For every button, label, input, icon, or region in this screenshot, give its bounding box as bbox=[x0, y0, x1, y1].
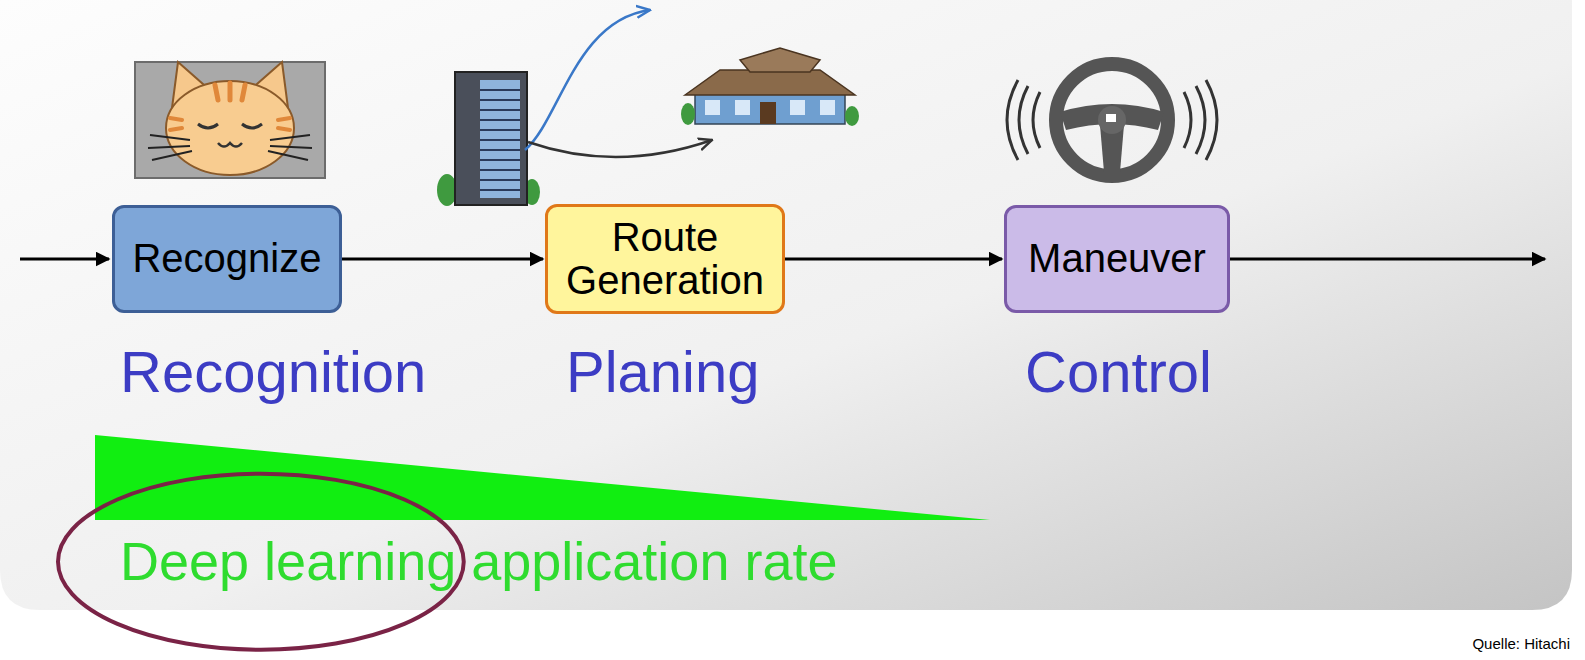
drawing-rect bbox=[760, 102, 776, 124]
rate-label: Deep learning application rate bbox=[120, 532, 837, 591]
steering-wheel bbox=[1007, 64, 1217, 176]
drawing-ellipse bbox=[845, 106, 859, 126]
drawing-path bbox=[1184, 80, 1217, 160]
drawing-path bbox=[170, 118, 290, 130]
flow-line-out bbox=[1230, 258, 1545, 261]
box-text: Recognize bbox=[132, 237, 321, 280]
stage-label: Recognition bbox=[120, 340, 426, 404]
drawing-path bbox=[215, 83, 245, 100]
drawing-path bbox=[528, 140, 712, 157]
stage-label: Control bbox=[1025, 340, 1212, 404]
cat-picture bbox=[135, 62, 325, 178]
drawing-path bbox=[148, 135, 312, 160]
background-panel bbox=[0, 0, 1572, 610]
drawing-path bbox=[740, 48, 820, 72]
rate-wedge bbox=[95, 435, 990, 520]
drawing-path bbox=[685, 70, 855, 95]
drawing-path bbox=[1007, 80, 1040, 160]
drawing-rect bbox=[135, 62, 325, 178]
source-note: Quelle: Hitachi bbox=[1472, 636, 1570, 653]
drawing-rect bbox=[480, 80, 520, 198]
drawing-ellipse bbox=[681, 103, 695, 125]
flow-line-in bbox=[20, 258, 109, 261]
control-box: Maneuver bbox=[1004, 205, 1230, 313]
box-text: Maneuver bbox=[1028, 237, 1206, 280]
route-illustration bbox=[437, 10, 859, 206]
drawing-circle bbox=[1098, 106, 1126, 134]
flow-arrow bbox=[785, 258, 1002, 261]
recognize-box: Recognize bbox=[112, 205, 342, 313]
drawing-rect bbox=[455, 72, 527, 205]
drawing-rect bbox=[695, 92, 845, 124]
drawing-ellipse bbox=[166, 81, 294, 175]
drawing-path bbox=[525, 10, 650, 150]
drawing-circle bbox=[1056, 64, 1168, 176]
drawing-path bbox=[480, 90, 520, 190]
stage-label: Planing bbox=[566, 340, 759, 404]
drawing-path bbox=[218, 143, 242, 147]
drawing-path bbox=[198, 124, 262, 128]
flow-arrow bbox=[342, 258, 543, 261]
box-text: Route Generation bbox=[548, 216, 782, 302]
drawing-rect bbox=[1106, 114, 1116, 122]
planning-box: Route Generation bbox=[545, 204, 785, 314]
